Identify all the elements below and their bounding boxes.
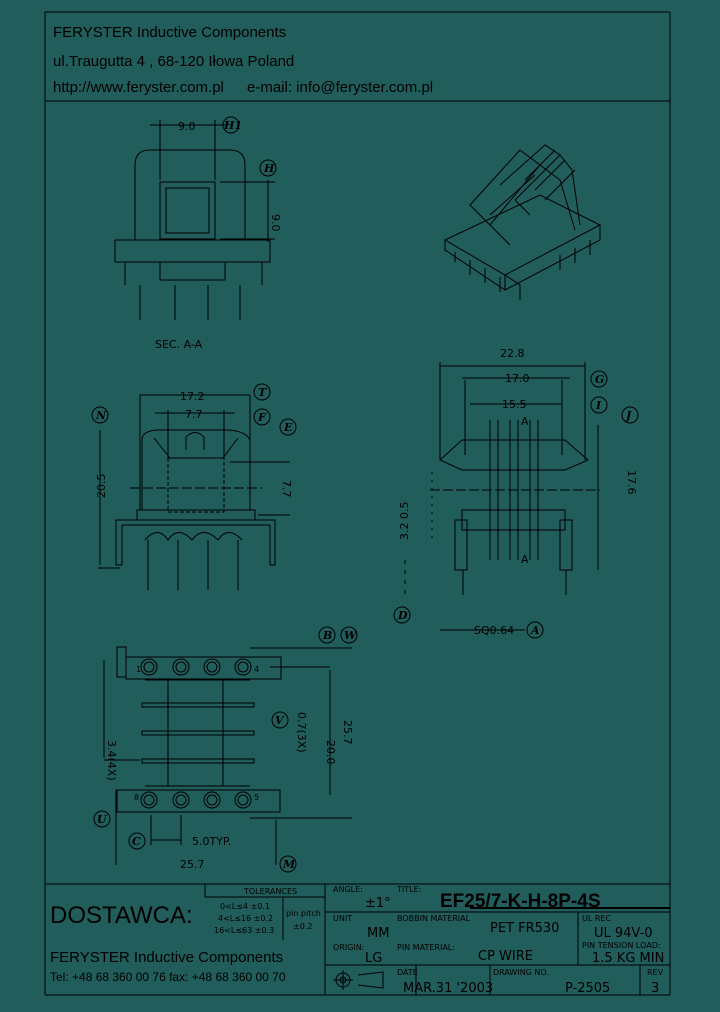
dim-pin-size: SQ0.64 <box>474 624 514 637</box>
pin-4-label: 4 <box>254 665 259 674</box>
rev-label: REV <box>647 968 664 977</box>
dim-total-width: 22.8 <box>500 347 525 360</box>
tolerances-header: TOLERANCES <box>243 887 297 896</box>
drawing-frame <box>44 11 671 996</box>
dim-20: 20.0 <box>324 740 337 765</box>
pin-tension-label: PIN TENSION LOAD: <box>582 941 661 950</box>
front-view: 17.2 7.7 20.5 7.7 T F E N <box>91 383 297 590</box>
ul-rec-value: UL 94V-0 <box>594 926 653 941</box>
date-value: MAR.31 '2003 <box>403 981 493 996</box>
label-j: J <box>624 409 632 422</box>
label-a: A <box>530 624 540 637</box>
side-view: 22.8 17.0 15.5 A A 17.6 3.2 0.5 SQ0.64 G… <box>393 347 639 639</box>
rev-value: 3 <box>651 981 659 996</box>
pin-pitch-value: ±0.2 <box>293 922 312 931</box>
pin-material-value: CP WIRE <box>478 949 533 964</box>
dim-width: 9.0 <box>178 120 196 133</box>
label-w: W <box>344 629 358 642</box>
label-h1: H1 <box>223 119 242 132</box>
dim-flange-thickness: 0.7(3X) <box>295 712 308 753</box>
section-caption: SEC. A-A <box>155 338 203 351</box>
dim-15: 15.5 <box>502 398 527 411</box>
title-label: TITLE: <box>396 885 421 894</box>
angle-value: ±1° <box>365 896 391 911</box>
label-d: D <box>397 609 408 622</box>
ul-rec-label: UL REC <box>582 914 611 923</box>
bobbin-material-value: PET FR530 <box>490 921 559 936</box>
dim-pins: 3.2 0.5 <box>398 502 411 540</box>
label-e: E <box>283 421 293 434</box>
unit-label: UNIT <box>333 914 352 923</box>
angle-label: ANGLE: <box>333 885 363 894</box>
dim-25-vertical: 25.7 <box>341 720 354 745</box>
pins-bottom <box>140 791 252 809</box>
pin-5-label: 5 <box>254 793 259 802</box>
dim-outer-width: 17.2 <box>180 390 205 403</box>
title-block: DOSTAWCA: TOLERANCES 0<L≤4 ±0.1 4<L≤16 ±… <box>45 883 670 996</box>
dim-height: 9.0 <box>269 214 282 232</box>
company-address: ul.Traugutta 4 , 68-120 Iłowa Poland <box>53 53 294 70</box>
drawing-no-label: DRAWING NO. <box>493 968 549 977</box>
pin-material-label: PIN MATERIAL: <box>397 943 455 952</box>
pin-8-label: 8 <box>134 793 139 802</box>
isometric-view <box>443 144 602 300</box>
pin-pitch-label: pin pitch <box>286 909 321 918</box>
label-u: U <box>97 813 108 826</box>
tolerance-row: 16<L≤63 ±0.3 <box>214 926 274 935</box>
header: FERYSTER Inductive Components ul.Traugut… <box>53 24 433 96</box>
company-email: e-mail: info@feryster.com.pl <box>247 79 433 96</box>
label-f: F <box>257 411 267 424</box>
dim-inner-width: 7.7 <box>185 408 203 421</box>
label-h: H <box>263 162 275 175</box>
label-c: C <box>132 835 141 848</box>
projection-symbol-icon <box>333 970 384 990</box>
label-v: V <box>275 714 285 727</box>
label-n: N <box>95 409 107 422</box>
part-title: EF25/7-K-H-8P-4S <box>440 891 601 912</box>
dim-core-height: 7.7 <box>280 480 293 498</box>
company-name-footer: FERYSTER Inductive Components <box>50 949 283 966</box>
bottom-view: 3.4(4X) 0.7(3X) 20.0 25.7 5.0TYP. 25.7 1… <box>93 626 358 873</box>
pins-top <box>140 658 252 676</box>
supplier-label: DOSTAWCA: <box>50 902 193 929</box>
label-m: M <box>282 858 296 871</box>
dim-height: 17.6 <box>625 470 638 495</box>
label-i: I <box>595 399 602 412</box>
tolerance-row: 4<L≤16 ±0.2 <box>218 914 273 923</box>
dim-25-horizontal: 25.7 <box>180 858 205 871</box>
company-website: http://www.feryster.com.pl <box>53 79 224 96</box>
section-mark-top: A <box>521 415 529 428</box>
label-b: B <box>322 629 332 642</box>
dim-17: 17.0 <box>505 372 530 385</box>
origin-value: LG <box>365 951 382 966</box>
dim-flange-pitch: 3.4(4X) <box>105 740 118 781</box>
label-g: G <box>595 373 604 386</box>
drawing-no-value: P-2505 <box>565 981 610 996</box>
bobbin-material-label: BOBBIN MATERIAL <box>397 914 471 923</box>
tolerance-row: 0<L≤4 ±0.1 <box>220 902 270 911</box>
origin-label: ORIGIN: <box>333 943 364 952</box>
pin-tension-value: 1.5 KG MIN <box>592 951 664 966</box>
pin-1-label: 1 <box>136 665 141 674</box>
company-name: FERYSTER Inductive Components <box>53 24 286 41</box>
contact-info: Tel: +48 68 360 00 76 fax: +48 68 360 00… <box>50 970 286 984</box>
label-t: T <box>258 386 267 399</box>
date-label: DATE <box>397 968 418 977</box>
unit-value: MM <box>367 926 389 941</box>
section-view-a-a: 9.0 9.0 SEC. A-A H1 H <box>114 116 282 351</box>
dim-pin-pitch: 5.0TYP. <box>192 835 231 848</box>
dim-height: 20.5 <box>95 474 108 499</box>
section-mark-bottom: A <box>521 553 529 566</box>
